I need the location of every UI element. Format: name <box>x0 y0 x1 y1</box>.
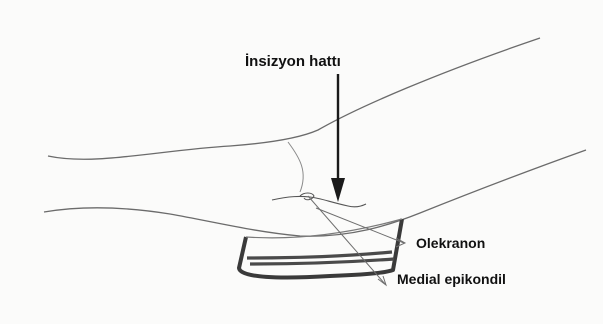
olecranon-pointer <box>316 208 404 243</box>
elbow-crease <box>288 142 303 192</box>
incision-arrow-head <box>331 178 345 202</box>
incision-line-label: İnsizyon hattı <box>245 54 341 69</box>
support-block-top <box>246 219 402 238</box>
incision-mark <box>272 196 366 206</box>
medial-epicondyle-label: Medial epikondil <box>397 272 506 286</box>
support-block-inner <box>247 252 394 264</box>
arm-lower-edge <box>44 150 586 236</box>
epicondyle-pointer <box>308 196 385 284</box>
olecranon-label: Olekranon <box>416 236 485 250</box>
